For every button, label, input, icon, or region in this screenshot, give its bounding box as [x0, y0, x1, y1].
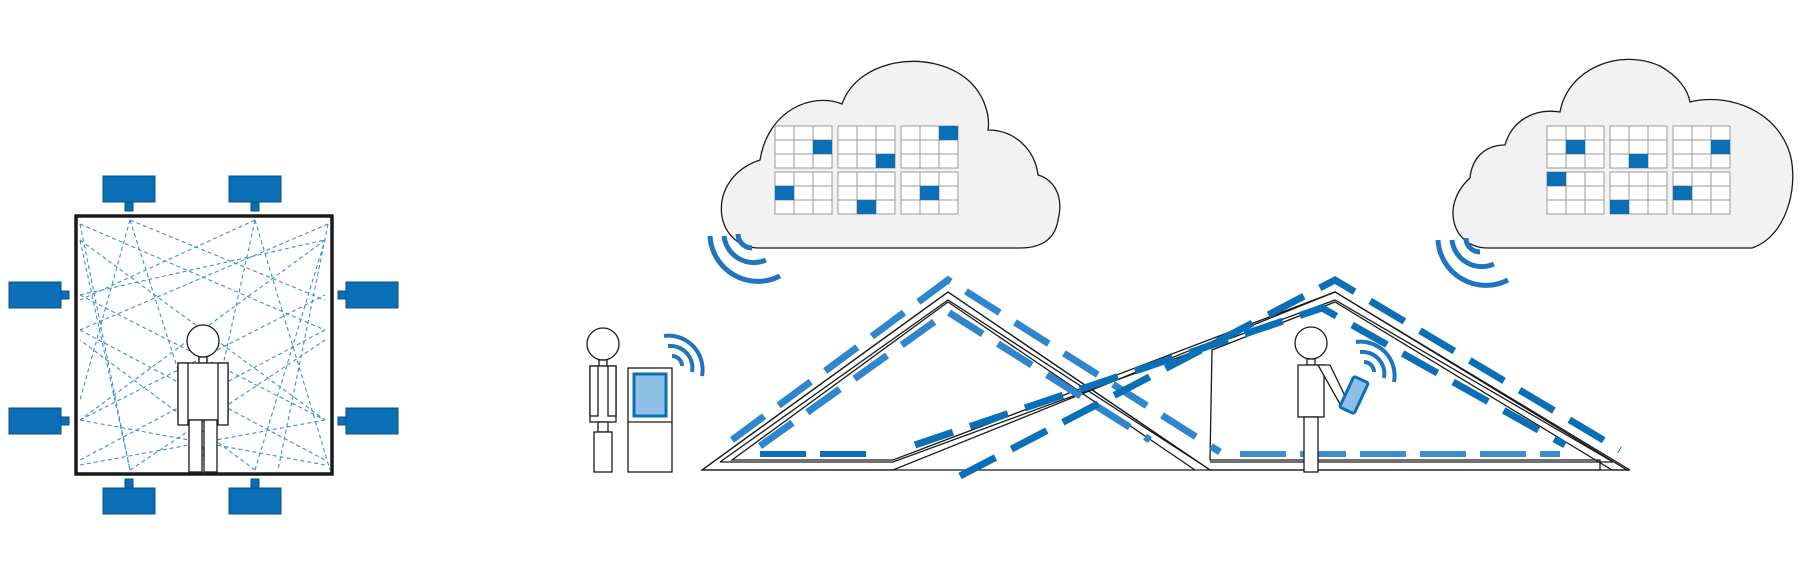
camera-icon [8, 281, 70, 309]
calendar-grid-icon [774, 125, 959, 215]
camera-icon [228, 175, 282, 212]
camera-room-panel [8, 175, 399, 515]
camera-icon [337, 281, 399, 309]
person-icon [1294, 326, 1347, 473]
camera-icon [8, 407, 70, 435]
house-outline [699, 291, 1630, 471]
calendar-grid-icon [1546, 125, 1731, 215]
wifi-signal-icon [1355, 339, 1397, 383]
wifi-signal-icon [663, 333, 705, 377]
camera-icon [228, 478, 282, 515]
house-outline [701, 291, 1631, 471]
kiosk-icon [627, 367, 673, 473]
camera-icon [337, 407, 399, 435]
person-icon [586, 327, 620, 473]
person-icon [177, 324, 229, 473]
camera-icon [102, 175, 156, 212]
camera-icon [102, 478, 156, 515]
camera-scan-lines [79, 219, 331, 471]
path-trajectory [913, 275, 1622, 480]
path-trajectory [729, 275, 1222, 457]
wifi-signal-icon [1435, 237, 1510, 288]
house-path-panel [586, 58, 1794, 480]
wifi-signal-icon [707, 233, 782, 284]
tablet-icon [1338, 375, 1370, 415]
